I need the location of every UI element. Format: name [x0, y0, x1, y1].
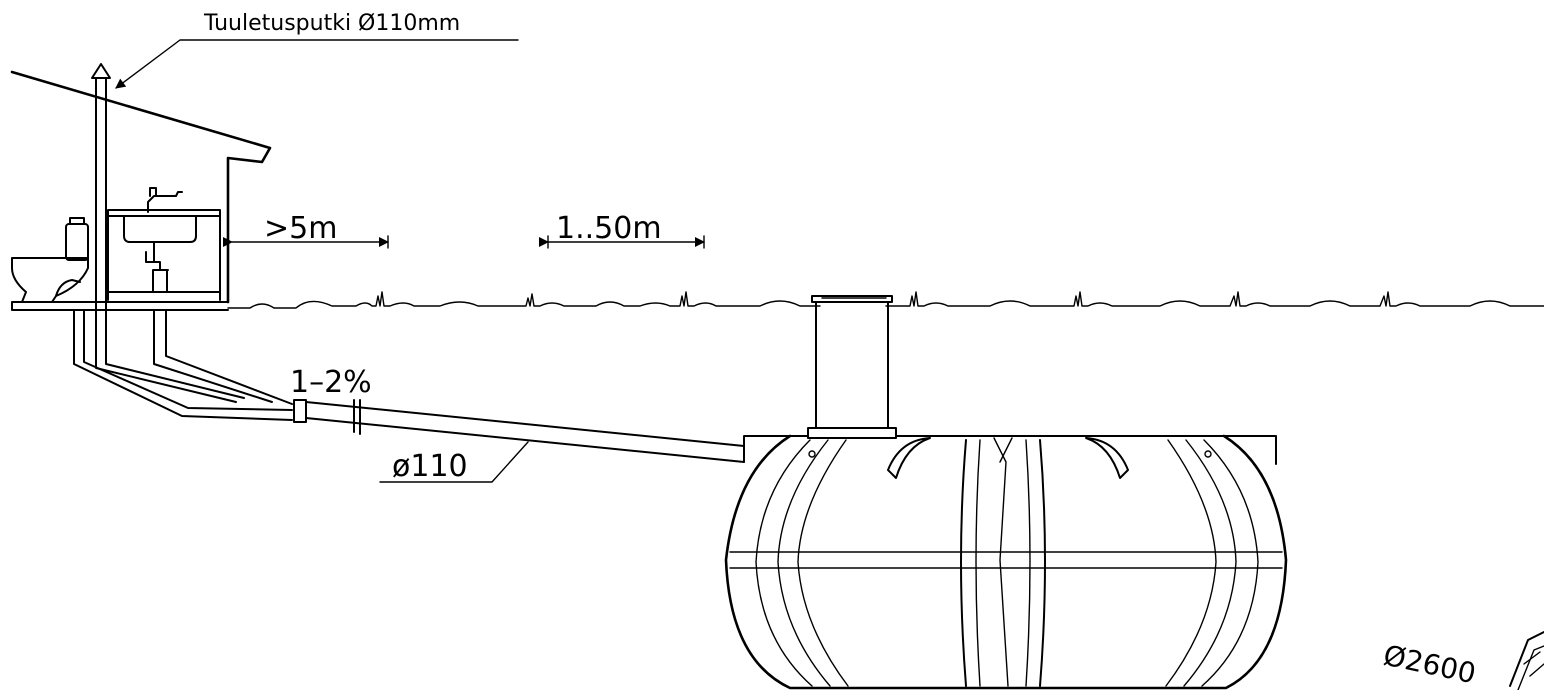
dimension-range [539, 235, 705, 249]
main-pipe [293, 399, 745, 463]
toilet [11, 217, 89, 303]
drain-pipes [73, 309, 293, 421]
dimension-house-distance [223, 235, 389, 249]
sink [123, 187, 197, 293]
pipe-diameter-label: ø110 [392, 449, 468, 484]
slope-label: 1–2% [290, 365, 372, 400]
tank-diameter-leader [1509, 631, 1544, 690]
tank-diameter-label: Ø2600 [1381, 639, 1479, 690]
vent-pipe [91, 63, 111, 361]
tank-riser [807, 295, 897, 439]
pipe-label-leader [379, 441, 529, 483]
ground-line [227, 291, 1544, 309]
house [10, 63, 272, 361]
vent-pipe-label: Tuuletusputki Ø110mm [203, 11, 460, 36]
range-distance-label: 1..50m [556, 211, 662, 246]
house-floor [11, 301, 229, 311]
house-distance-label: >5m [264, 211, 337, 246]
house-roof [10, 70, 272, 304]
septic-tank [724, 295, 1288, 690]
vent-label-leader [115, 39, 519, 89]
pipe-coupling [293, 399, 307, 423]
tank-body [724, 434, 1288, 690]
